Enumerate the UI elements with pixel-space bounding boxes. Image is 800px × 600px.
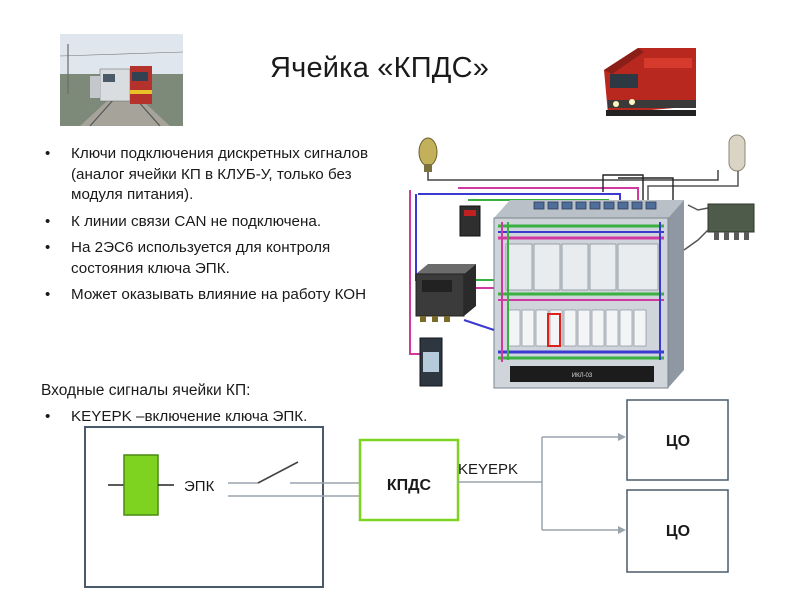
right-unit-icon xyxy=(707,203,755,240)
antenna-right-icon xyxy=(728,134,746,172)
co-box-top xyxy=(626,399,729,481)
sensor-unit-icon xyxy=(459,205,481,237)
bullet-item-keyepk: KEYEPK –включение ключа ЭПК. xyxy=(45,408,307,425)
page-title: Ячейка «КПДС» xyxy=(270,52,490,84)
bullet-item: К линии связи CAN не подключена. xyxy=(45,212,405,233)
kpds-label: КПДС xyxy=(387,477,432,494)
epk-circuit-diagram: ЭПК КПДС KEYEPK ЦО ЦО xyxy=(84,399,729,588)
panel-display xyxy=(510,366,654,382)
epk-label: ЭПК xyxy=(184,478,215,495)
bullet-item: Ключи подключения дискретных сигналов (а… xyxy=(45,144,405,206)
bullet-list: Ключи подключения дискретных сигналов (а… xyxy=(45,144,405,312)
bullet-item: На 2ЭС6 используется для контроля состоя… xyxy=(45,238,405,279)
klub-panel-diagram: ИКЛ-03 xyxy=(409,134,755,389)
co-label-bottom: ЦО xyxy=(666,523,690,540)
signal-label: KEYEPK xyxy=(458,461,518,478)
co-label-top: ЦО xyxy=(666,433,690,450)
epk-box xyxy=(84,426,324,588)
bullet-item: Может оказывать влияние на работу КОН xyxy=(45,285,405,306)
switch-contact xyxy=(257,461,299,484)
input-signals-heading: Входные сигналы ячейки КП: xyxy=(41,382,251,399)
co-box-bottom xyxy=(626,489,729,573)
relay-coil-icon xyxy=(123,454,159,516)
panel-display-text: ИКЛ-03 xyxy=(572,373,593,379)
train-photo-left xyxy=(60,34,183,126)
kpds-box xyxy=(358,438,460,522)
antenna-left-icon xyxy=(418,137,438,172)
handheld-device-icon xyxy=(419,337,443,387)
kpds-slot-highlight xyxy=(547,313,561,347)
kpds-unit-icon xyxy=(415,264,476,322)
train-photo-right xyxy=(598,40,700,128)
